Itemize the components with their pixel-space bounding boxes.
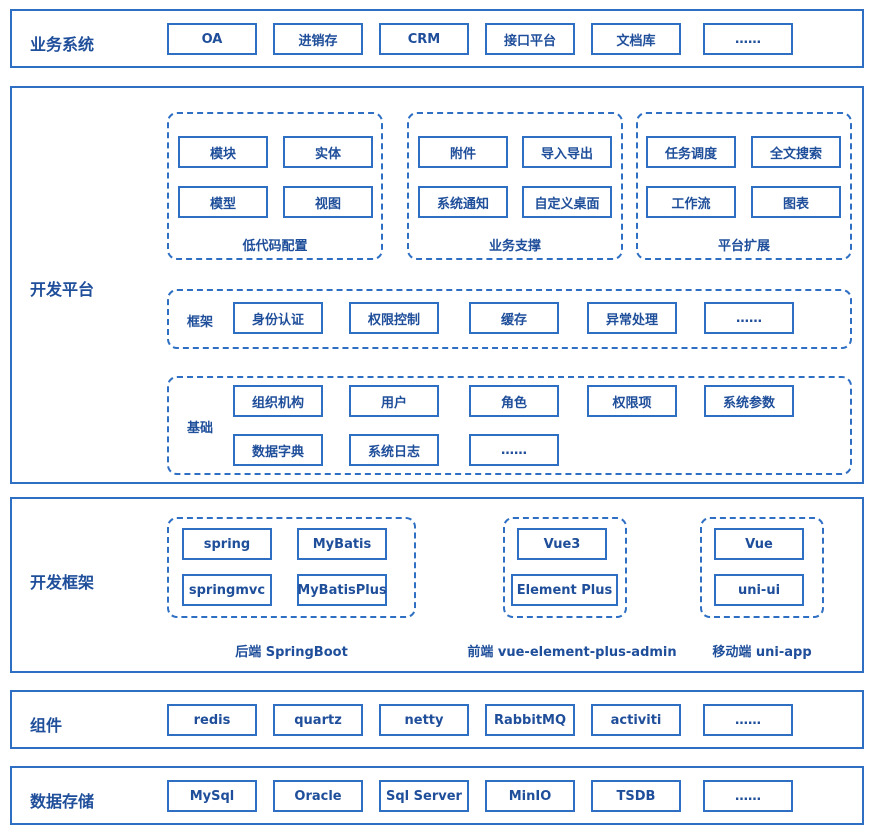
support-attachment[interactable]: 附件 bbox=[418, 136, 508, 168]
storage-more[interactable]: …… bbox=[703, 780, 793, 812]
extension-fulltext-search[interactable]: 全文搜索 bbox=[751, 136, 841, 168]
base-user[interactable]: 用户 bbox=[349, 385, 439, 417]
lowcode-view[interactable]: 视图 bbox=[283, 186, 373, 218]
framework-label: 框架 bbox=[187, 315, 214, 330]
lowcode-model[interactable]: 模型 bbox=[178, 186, 268, 218]
business-support-group bbox=[407, 112, 623, 260]
dev-platform-section: 开发平台 模块 实体 模型 视图 低代码配置 附件 导入导出 系统通知 自定义桌… bbox=[10, 86, 864, 484]
base-label: 基础 bbox=[187, 421, 214, 436]
support-custom-desktop[interactable]: 自定义桌面 bbox=[522, 186, 612, 218]
backend-mybatisplus[interactable]: MyBatisPlus bbox=[297, 574, 387, 606]
storage-minio[interactable]: MinIO bbox=[485, 780, 575, 812]
extension-chart[interactable]: 图表 bbox=[751, 186, 841, 218]
frontend-element-plus[interactable]: Element Plus bbox=[511, 574, 618, 606]
storage-sql-server[interactable]: Sql Server bbox=[379, 780, 469, 812]
business-interface-platform[interactable]: 接口平台 bbox=[485, 23, 575, 55]
backend-label: 后端 SpringBoot bbox=[235, 645, 348, 660]
component-activiti[interactable]: activiti bbox=[591, 704, 681, 736]
data-storage-title: 数据存储 bbox=[30, 792, 95, 811]
support-import-export[interactable]: 导入导出 bbox=[522, 136, 612, 168]
support-system-notice[interactable]: 系统通知 bbox=[418, 186, 508, 218]
base-group bbox=[167, 376, 852, 475]
extension-workflow[interactable]: 工作流 bbox=[646, 186, 736, 218]
framework-authentication[interactable]: 身份认证 bbox=[233, 302, 323, 334]
business-inventory[interactable]: 进销存 bbox=[273, 23, 363, 55]
backend-springmvc[interactable]: springmvc bbox=[182, 574, 272, 606]
base-permission-item[interactable]: 权限项 bbox=[587, 385, 677, 417]
component-more[interactable]: …… bbox=[703, 704, 793, 736]
framework-more[interactable]: …… bbox=[704, 302, 794, 334]
frontend-vue3[interactable]: Vue3 bbox=[517, 528, 607, 560]
lowcode-label: 低代码配置 bbox=[242, 239, 308, 254]
extension-task-scheduling[interactable]: 任务调度 bbox=[646, 136, 736, 168]
storage-tsdb[interactable]: TSDB bbox=[591, 780, 681, 812]
component-redis[interactable]: redis bbox=[167, 704, 257, 736]
platform-extension-group bbox=[636, 112, 852, 260]
backend-spring[interactable]: spring bbox=[182, 528, 272, 560]
platform-extension-label: 平台扩展 bbox=[717, 239, 770, 254]
storage-mysql[interactable]: MySql bbox=[167, 780, 257, 812]
dev-platform-title: 开发平台 bbox=[30, 280, 95, 299]
base-more[interactable]: …… bbox=[469, 434, 559, 466]
backend-group bbox=[167, 517, 416, 618]
framework-cache[interactable]: 缓存 bbox=[469, 302, 559, 334]
base-system-log[interactable]: 系统日志 bbox=[349, 434, 439, 466]
framework-exception-handling[interactable]: 异常处理 bbox=[587, 302, 677, 334]
dev-framework-title: 开发框架 bbox=[30, 573, 95, 592]
lowcode-group bbox=[167, 112, 383, 260]
base-data-dictionary[interactable]: 数据字典 bbox=[233, 434, 323, 466]
component-netty[interactable]: netty bbox=[379, 704, 469, 736]
business-systems-section: 业务系统 OA 进销存 CRM 接口平台 文档库 …… bbox=[10, 9, 864, 68]
base-system-parameters[interactable]: 系统参数 bbox=[704, 385, 794, 417]
backend-mybatis[interactable]: MyBatis bbox=[297, 528, 387, 560]
base-role[interactable]: 角色 bbox=[469, 385, 559, 417]
storage-oracle[interactable]: Oracle bbox=[273, 780, 363, 812]
framework-permission-control[interactable]: 权限控制 bbox=[349, 302, 439, 334]
business-support-label: 业务支撑 bbox=[488, 239, 541, 254]
dev-framework-section: 开发框架 spring MyBatis springmvc MyBatisPlu… bbox=[10, 497, 864, 673]
business-document-library[interactable]: 文档库 bbox=[591, 23, 681, 55]
frontend-label: 前端 vue-element-plus-admin bbox=[467, 645, 677, 660]
mobile-label: 移动端 uni-app bbox=[712, 645, 812, 660]
component-rabbitmq[interactable]: RabbitMQ bbox=[485, 704, 575, 736]
base-organization[interactable]: 组织机构 bbox=[233, 385, 323, 417]
mobile-vue[interactable]: Vue bbox=[714, 528, 804, 560]
lowcode-module[interactable]: 模块 bbox=[178, 136, 268, 168]
framework-group bbox=[167, 289, 852, 349]
business-systems-title: 业务系统 bbox=[30, 35, 95, 54]
mobile-uni-ui[interactable]: uni-ui bbox=[714, 574, 804, 606]
component-quartz[interactable]: quartz bbox=[273, 704, 363, 736]
lowcode-entity[interactable]: 实体 bbox=[283, 136, 373, 168]
components-title: 组件 bbox=[30, 716, 63, 735]
frontend-group bbox=[503, 517, 627, 618]
components-section: 组件 redis quartz netty RabbitMQ activiti … bbox=[10, 690, 864, 749]
business-crm[interactable]: CRM bbox=[379, 23, 469, 55]
mobile-group bbox=[700, 517, 824, 618]
business-oa[interactable]: OA bbox=[167, 23, 257, 55]
business-more[interactable]: …… bbox=[703, 23, 793, 55]
data-storage-section: 数据存储 MySql Oracle Sql Server MinIO TSDB … bbox=[10, 766, 864, 825]
